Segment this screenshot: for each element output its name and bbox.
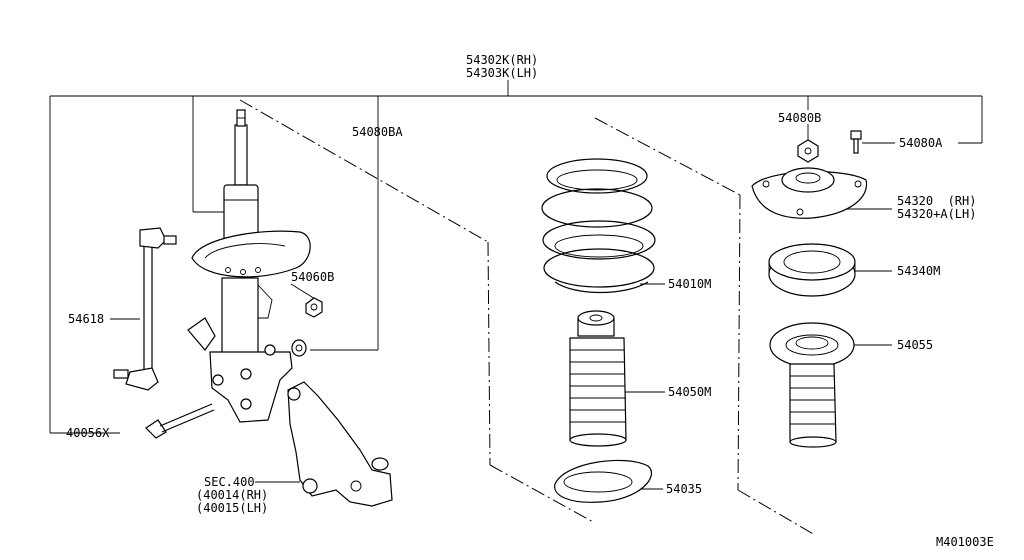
label-bearing: 54340M bbox=[897, 264, 940, 278]
top-bolt bbox=[850, 130, 862, 154]
knuckle-bolt bbox=[145, 403, 215, 439]
label-bound-bumper: 54050M bbox=[668, 385, 711, 399]
coil-spring bbox=[541, 158, 656, 294]
label-spring-seat: 54035 bbox=[666, 482, 702, 496]
label-nut-top: 54080B bbox=[778, 111, 821, 125]
label-nut-stabilizer: 54060B bbox=[291, 270, 334, 284]
label-section-ref: SEC.400 bbox=[204, 475, 255, 489]
section-lines bbox=[239, 99, 816, 536]
bound-bumper bbox=[569, 310, 627, 447]
strut-assembly bbox=[187, 109, 323, 423]
lower-spring-seat bbox=[554, 459, 653, 503]
mounting-insulator bbox=[751, 167, 868, 219]
label-strut-assembly-rh: 54302K(RH) bbox=[466, 53, 538, 67]
label-stabilizer-link: 54618 bbox=[68, 312, 104, 326]
label-knuckle-bolt: 40056X bbox=[66, 426, 110, 440]
label-knuckle-rh: (40014(RH) bbox=[196, 488, 268, 502]
label-insulator-lh: 54320+A(LH) bbox=[897, 207, 976, 221]
label-nut-lower: 54080BA bbox=[352, 125, 403, 139]
label-insulator-rh: 54320 (RH) bbox=[897, 194, 976, 208]
label-bumper-cover: 54055 bbox=[897, 338, 933, 352]
bumper-cover bbox=[769, 322, 855, 448]
callout-labels: 54302K(RH) 54303K(LH) 54080BA 54080B 540… bbox=[66, 53, 994, 549]
stabilizer-link bbox=[113, 227, 177, 391]
label-knuckle-lh: (40015(LH) bbox=[196, 501, 268, 515]
label-bolt-top: 54080A bbox=[899, 136, 943, 150]
label-spring: 54010M bbox=[668, 277, 711, 291]
leader-lines bbox=[49, 80, 983, 490]
steering-knuckle bbox=[287, 381, 393, 507]
label-strut-assembly-lh: 54303K(LH) bbox=[466, 66, 538, 80]
top-nut bbox=[797, 139, 819, 163]
diagram-id: M401003E bbox=[936, 535, 994, 549]
bearing bbox=[768, 243, 856, 297]
